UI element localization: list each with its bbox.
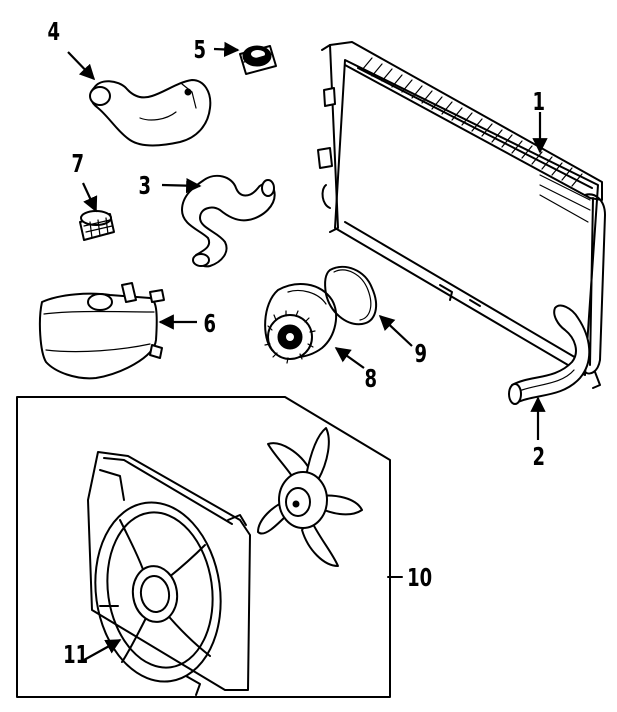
callout-6: 6: [204, 310, 217, 339]
radiator-part: [317, 41, 606, 389]
arrow-7: [82, 182, 98, 213]
pump-gasket-part: [324, 265, 378, 326]
arrow-5: [213, 41, 240, 58]
callout-10: 10: [407, 564, 432, 593]
water-pump-part: [264, 283, 338, 364]
callout-arrows: [67, 41, 548, 661]
lower-hose-part: [508, 304, 591, 405]
radiator-cap-part: [239, 45, 277, 75]
reservoir-cap-part: [79, 210, 115, 241]
callout-5: 5: [194, 36, 207, 65]
fan-assembly-part: [16, 396, 391, 698]
arrow-3: [161, 177, 202, 194]
arrow-8: [334, 347, 365, 369]
callout-11: 11: [63, 641, 88, 670]
callout-3: 3: [139, 172, 152, 201]
upper-hose-part: [181, 174, 276, 268]
fan-shroud-part: [87, 451, 251, 696]
arrow-4: [67, 51, 96, 81]
callout-8: 8: [365, 365, 378, 394]
callout-1: 1: [533, 88, 546, 117]
callout-labels: 1 2 3 4 5 6 7 8 9 10 11: [48, 18, 546, 670]
fan-blade-part: [257, 427, 363, 567]
callout-4: 4: [48, 18, 61, 47]
inlet-hose-part: [89, 79, 212, 147]
arrow-11: [83, 639, 122, 661]
arrow-9: [378, 314, 413, 347]
callout-9: 9: [415, 340, 428, 369]
reservoir-tank-part: [38, 282, 165, 380]
callout-2: 2: [533, 443, 546, 472]
callout-7: 7: [72, 150, 85, 179]
